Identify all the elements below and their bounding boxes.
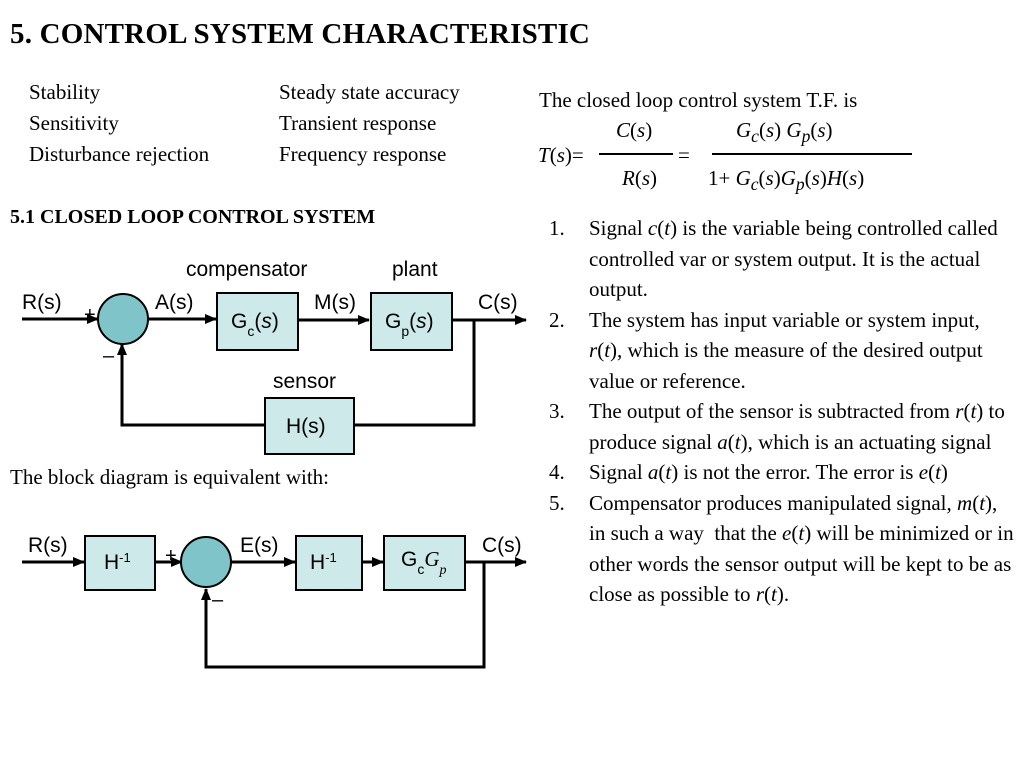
plant-block: [370, 292, 453, 351]
list-item-number: 2.: [549, 307, 565, 332]
tf-lhs: T(s)=: [538, 143, 584, 167]
inverse-block-2: [295, 535, 363, 591]
characteristic-item: Frequency response: [279, 142, 447, 166]
list-item: 4. Signal a(t) is not the error. The erro…: [549, 457, 1014, 488]
tf-numerator-right: Gc(s) Gp(s): [736, 118, 833, 147]
label-compensator: compensator: [186, 258, 307, 281]
equivalent-block-diagram: R(s) E(s) C(s) + – H-1 H-1 GcGp: [22, 534, 527, 669]
forward-block: [383, 535, 466, 591]
characteristic-item: Disturbance rejection: [29, 142, 210, 166]
list-item-number: 1.: [549, 216, 565, 240]
label-sensor: sensor: [273, 370, 336, 393]
list-item: 2. The system has input variable or syste…: [549, 305, 1014, 397]
list-item-number: 3.: [549, 399, 565, 423]
unity-feedback-arrow: [201, 562, 486, 669]
list-item-text: Signal a(t) is not the error. The error …: [589, 460, 948, 484]
characteristics-col2: Steady state accuracy Transient response…: [279, 77, 460, 170]
signal-r: R(s): [22, 291, 62, 314]
tf-numerator-left: C(s): [616, 118, 653, 142]
characteristics-col1: Stability Sensitivity Disturbance reject…: [29, 77, 209, 170]
fraction-bar-left: [599, 153, 673, 155]
list-item-number: 4.: [549, 460, 565, 484]
tf-equals: =: [678, 143, 690, 167]
sensor-block-label: H(s): [286, 415, 326, 438]
list-item: 3. The output of the sensor is subtracted…: [549, 396, 1014, 457]
list-item-text: The output of the sensor is subtracted f…: [589, 399, 1005, 454]
sensor-block: [264, 397, 355, 455]
summing-junction: [97, 293, 149, 345]
list-item-number: 5.: [549, 490, 565, 515]
page-title: 5. CONTROL SYSTEM CHARACTERISTIC: [10, 18, 591, 50]
signal-c-2: C(s): [482, 534, 522, 557]
signal-r-2: R(s): [28, 534, 68, 557]
feedback-path-top: [354, 320, 476, 427]
list-item-text: The system has input variable or system …: [589, 307, 983, 393]
closed-loop-block-diagram: compensator plant sensor R(s) A(s) M(s) …: [22, 258, 527, 455]
fraction-bar-right: [712, 153, 912, 155]
characteristic-item: Steady state accuracy: [279, 80, 460, 104]
minus-sign-2: –: [212, 589, 224, 611]
label-plant: plant: [392, 258, 438, 281]
tf-intro: The closed loop control system T.F. is: [539, 88, 858, 112]
plus-sign: +: [84, 304, 96, 326]
inverse-block-1-label: H-1: [104, 550, 131, 575]
tf-denominator-left: R(s): [622, 166, 658, 190]
compensator-block: [216, 292, 299, 351]
section-heading: 5.1 CLOSED LOOP CONTROL SYSTEM: [10, 206, 376, 228]
list-item-text: Signal c(t) is the variable being contro…: [589, 216, 998, 301]
signal-a: A(s): [155, 291, 194, 314]
inverse-block-1: [84, 535, 156, 591]
summing-junction-2: [180, 536, 232, 588]
list-item-text: Compensator produces manipulated signal,…: [589, 490, 1014, 607]
signal-m: M(s): [314, 291, 356, 314]
plus-sign-2: +: [165, 545, 177, 567]
feedback-arrow: [117, 343, 265, 427]
characteristic-item: Sensitivity: [29, 111, 119, 135]
tf-denominator-right: 1+ Gc(s)Gp(s)H(s): [708, 166, 865, 195]
explanation-list: 1. Signal c(t) is the variable being cont…: [549, 213, 1014, 610]
list-item: 5. Compensator produces manipulated signa…: [549, 488, 1014, 610]
signal-e: E(s): [240, 534, 279, 557]
characteristic-item: Transient response: [279, 111, 437, 135]
list-item: 1. Signal c(t) is the variable being cont…: [549, 213, 1014, 305]
characteristic-item: Stability: [29, 80, 101, 104]
equivalent-text: The block diagram is equivalent with:: [10, 465, 329, 489]
minus-sign: –: [103, 345, 115, 367]
signal-c: C(s): [478, 291, 518, 314]
